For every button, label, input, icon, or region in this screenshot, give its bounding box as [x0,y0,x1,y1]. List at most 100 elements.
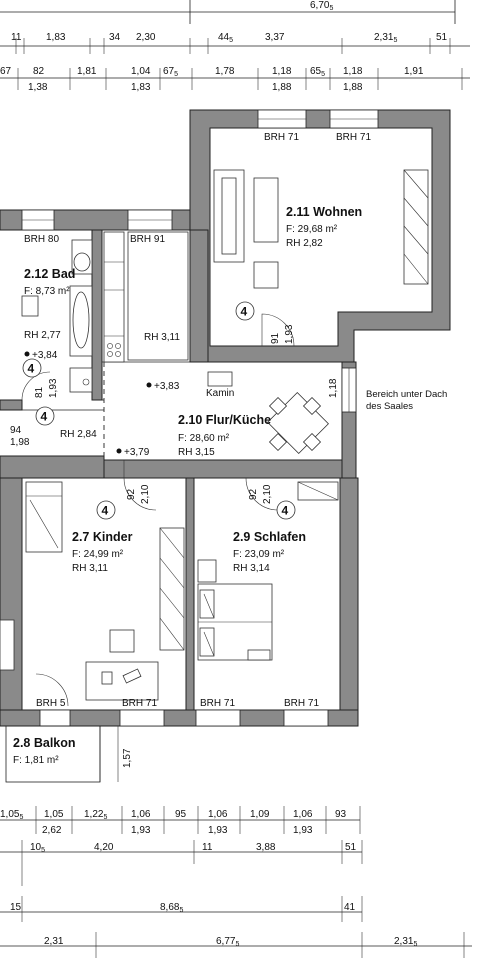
door-dim-west-w: 94 [10,425,22,436]
room-level-kueche: +3,83 [154,381,180,392]
bottom-dimensions: 1,055 1,05 1,225 1,06 95 1,06 1,09 1,06 … [0,806,472,958]
door-tag-wohnen: 4 [241,305,248,319]
room-height-bad: RH 2,77 [24,330,61,341]
annotation-line-2: des Saales [366,401,413,412]
door-tag-kinder: 4 [102,504,109,518]
room-area-balkon: F: 1,81 m² [13,755,59,766]
door-dim-west-h: 1,98 [10,437,30,448]
room-height-west: RH 2,84 [60,429,97,440]
label-kamin: Kamin [206,388,234,399]
dim-bottom-c-2: 11 [202,842,213,853]
dim-bottom-a-0: 1,055 [0,809,23,821]
room-height-flur: RH 3,15 [178,447,215,458]
dim-top-r3-6: 1,18 [272,66,292,77]
dim-bottom-e-1: 6,775 [216,936,239,948]
room-area-bad: F: 8,73 m² [24,286,70,297]
dim-top-r2-3: 2,30 [136,32,156,43]
door-tag-west: 4 [41,410,48,424]
room-level-bad: +3,84 [32,350,58,361]
room-height-schlafen: RH 3,14 [233,563,270,574]
room-area-wohnen: F: 29,68 m² [286,224,338,235]
dim-bottom-a-6: 1,09 [250,809,270,820]
dim-bottom-a-8: 93 [335,809,347,820]
dim-bottom-e-2: 2,315 [394,936,417,948]
room-height-kueche: RH 3,11 [144,332,180,343]
room-area-flur: F: 28,60 m² [178,433,230,444]
window-label-bad: BRH 80 [24,234,59,245]
dim-top-r3b-2: 1,88 [272,82,292,93]
room-height-kinder: RH 3,11 [72,563,108,574]
window-label-schlafen-1: BRH 71 [200,698,235,709]
dim-bottom-c-0: 105 [30,842,45,854]
window-label-schlafen-2: BRH 71 [284,698,319,709]
dim-bottom-d-0: 15 [10,902,22,913]
room-schlafen: 2.9 Schlafen F: 23,09 m² RH 3,14 BRH 71 … [200,530,319,709]
room-title-kinder: 2.7 Kinder [72,530,133,544]
annotation-roof: Bereich unter Dach des Saales [366,389,447,412]
room-kinder: 2.7 Kinder F: 24,99 m² RH 3,11 BRH 5 BRH… [36,530,157,709]
door-dimensions: 91 1,93 81 1,93 94 1,98 92 2,10 92 2,10 … [10,324,339,782]
dim-bottom-b-1: 1,93 [131,825,151,836]
dim-bottom-c-3: 3,88 [256,842,276,853]
door-tag-schlafen: 4 [282,504,289,518]
window-label-wohnen-2: BRH 71 [336,132,371,143]
dim-bottom-a-3: 1,06 [131,809,151,820]
dim-top-r2-6: 2,315 [374,32,397,44]
dim-bottom-a-4: 95 [175,809,187,820]
dim-top-r2-5: 3,37 [265,32,285,43]
dim-bottom-b-3: 1,93 [293,825,313,836]
dim-top-r3-5: 1,78 [215,66,235,77]
dim-bottom-a-7: 1,06 [293,809,313,820]
room-title-wohnen: 2.11 Wohnen [286,205,362,219]
room-balkon: 2.8 Balkon F: 1,81 m² [5,725,101,783]
door-dim-bad-h: 1,93 [48,378,59,398]
dim-top-r2-7: 51 [436,32,448,43]
dim-top-r3-0: 67 [0,66,12,77]
furniture [0,169,429,701]
dim-bottom-a-5: 1,06 [208,809,228,820]
dim-bottom-a-2: 1,225 [84,809,107,821]
window-label-wohnen-1: BRH 71 [264,132,299,143]
room-wohnen: 2.11 Wohnen F: 29,68 m² RH 2,82 BRH 71 B… [264,132,371,249]
interior-lines [0,361,342,461]
window-label-kinder-1: BRH 5 [36,698,66,709]
dim-top-r2-4: 445 [218,32,233,44]
dim-top-r3-3: 1,04 [131,66,151,77]
room-level-flur: +3,79 [124,447,150,458]
door-swings [21,313,295,707]
room-title-bad: 2.12 Bad [24,267,75,281]
dim-bottom-a-1: 1,05 [44,809,64,820]
room-title-balkon: 2.8 Balkon [13,736,76,750]
dim-top-r3b-0: 1,38 [28,82,48,93]
room-west: RH 2,84 [60,429,97,440]
dim-top-r3b-1: 1,83 [131,82,151,93]
dim-top-r2-2: 34 [109,32,121,43]
door-dim-kinder-w: 92 [126,488,137,500]
dim-balkon-h: 1,57 [122,748,133,768]
room-kueche: BRH 91 RH 3,11 +3,83 [130,234,180,392]
window-label-kinder-2: BRH 71 [122,698,157,709]
dim-top-r2-0: 11 [11,32,22,43]
room-area-kinder: F: 24,99 m² [72,549,124,560]
dim-bottom-b-0: 2,62 [42,825,62,836]
top-dimensions: 6,705 11 1,83 34 2,30 445 3,37 2,315 51 … [0,0,470,93]
dim-top-r3-4: 675 [163,66,178,78]
room-area-schlafen: F: 23,09 m² [233,549,285,560]
dim-top-r3-9: 1,91 [404,66,424,77]
door-dim-schlafen-w: 92 [248,488,259,500]
door-tag-bad: 4 [28,362,35,376]
room-flur: Kamin 2.10 Flur/Küche F: 28,60 m² RH 3,1… [116,388,271,458]
dim-bottom-e-0: 2,31 [44,936,64,947]
door-dim-flur-side: 1,18 [328,378,339,398]
door-dim-wohnen-w: 91 [270,332,281,344]
dim-top-r3-1: 82 [33,66,45,77]
dim-bottom-b-2: 1,93 [208,825,228,836]
dim-top-r2-1: 1,83 [46,32,66,43]
door-tags: 4 4 4 4 4 [22,301,296,520]
annotation-line-1: Bereich unter Dach [366,389,447,400]
window-label-kueche: BRH 91 [130,234,165,245]
dim-top-r3-2: 1,81 [77,66,97,77]
dim-overall: 6,705 [310,0,333,12]
room-title-schlafen: 2.9 Schlafen [233,530,306,544]
